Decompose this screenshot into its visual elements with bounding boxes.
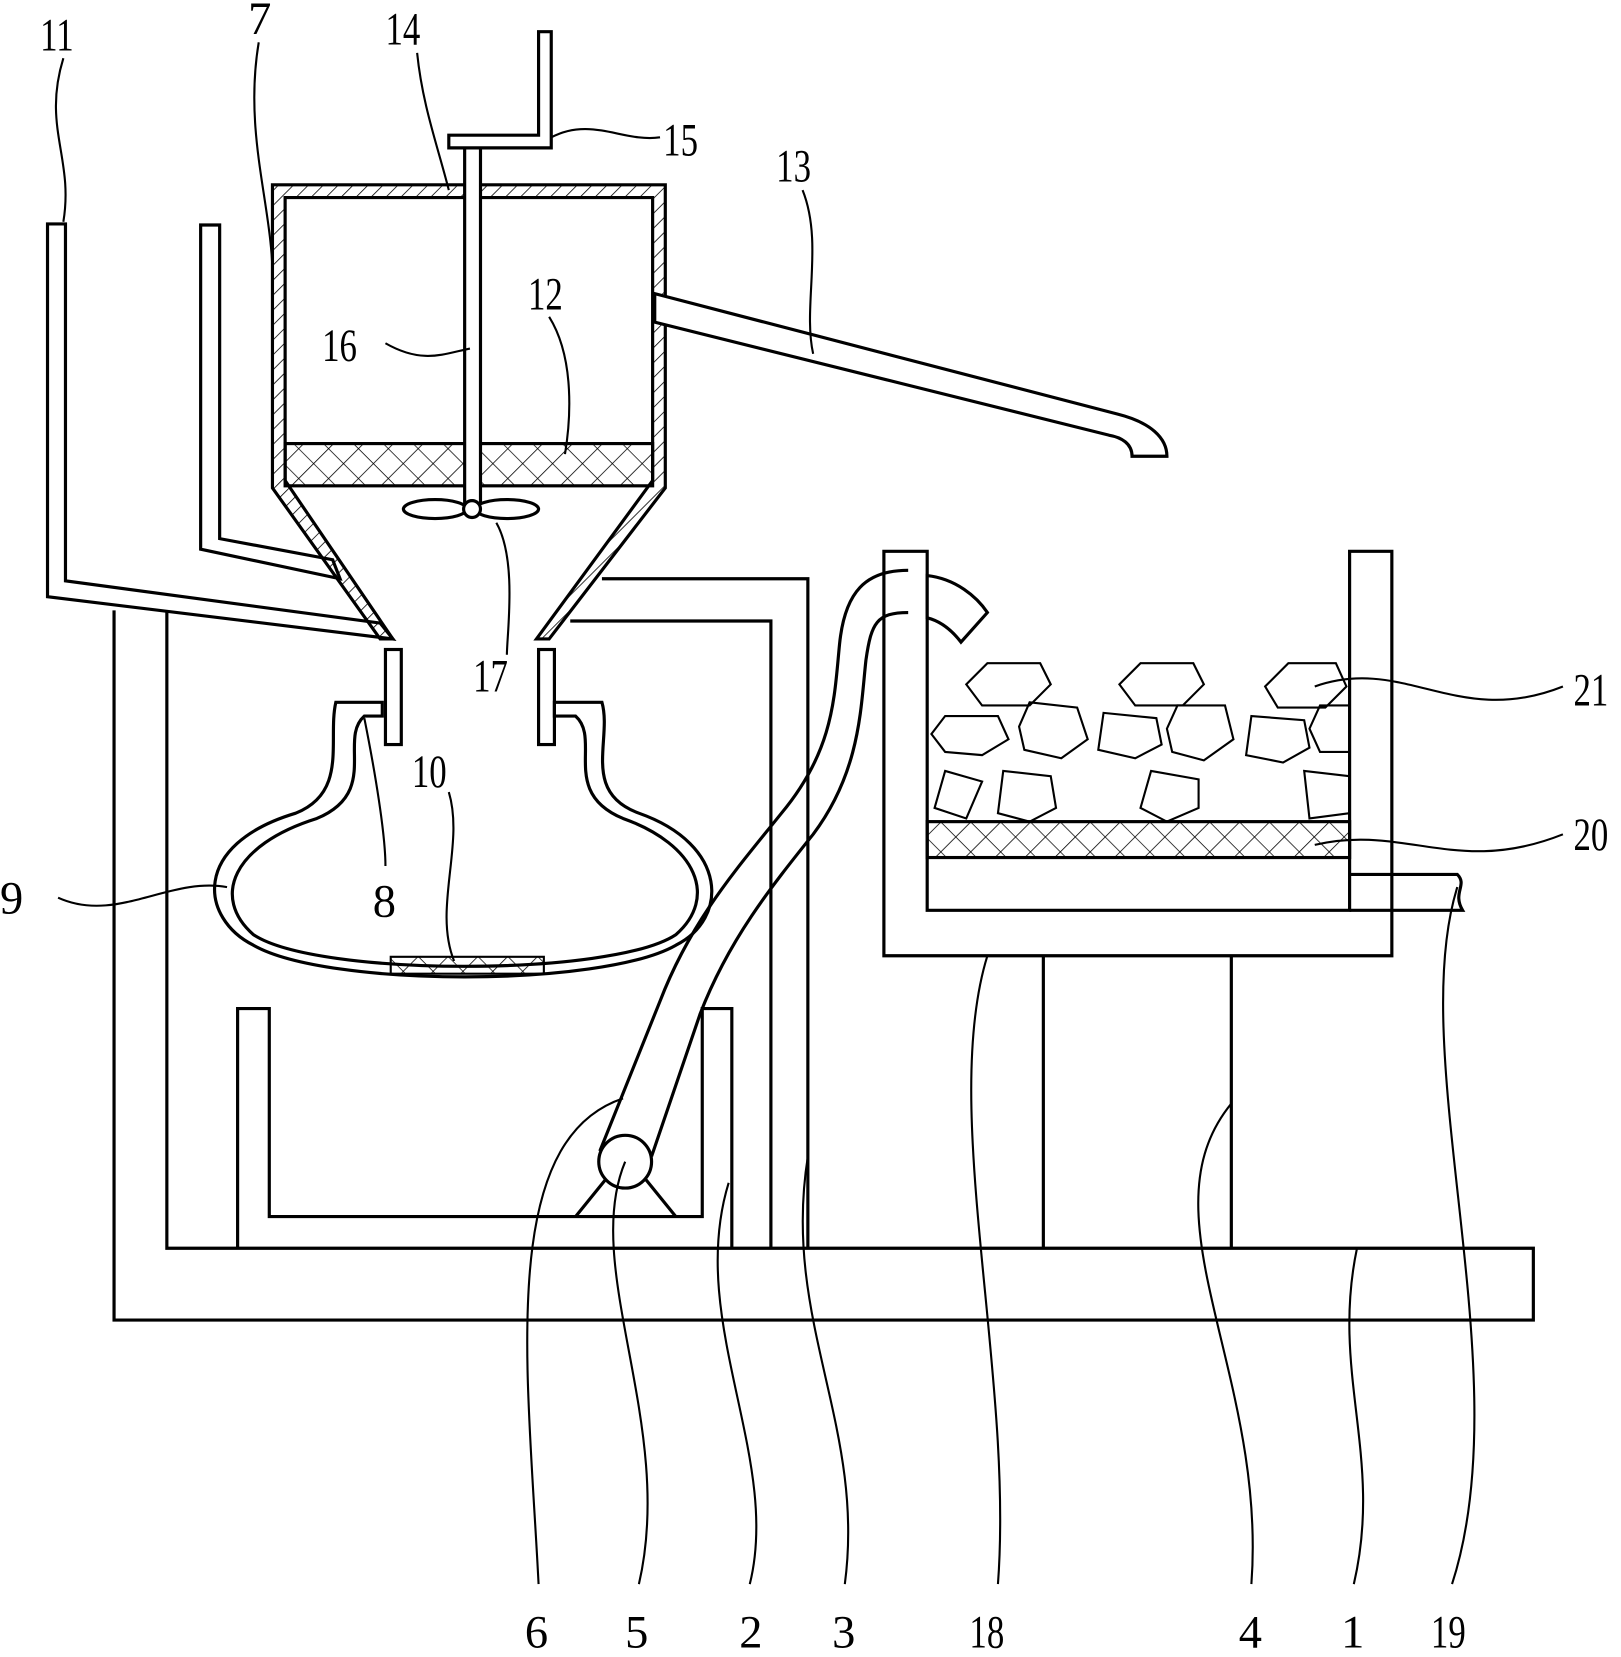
leader-lines bbox=[54, 42, 1564, 1585]
hose bbox=[598, 568, 909, 1157]
handle bbox=[447, 30, 553, 150]
label-21: 21 bbox=[1573, 664, 1608, 716]
label-12: 12 bbox=[528, 268, 563, 320]
label-7: 7 bbox=[248, 0, 271, 45]
label-15: 15 bbox=[663, 113, 698, 165]
side-pipe bbox=[199, 223, 343, 581]
label-1: 1 bbox=[1341, 1607, 1364, 1657]
hose-outlet bbox=[925, 573, 990, 645]
discharge-pipe bbox=[653, 291, 1169, 458]
label-18: 18 bbox=[969, 1606, 1004, 1657]
label-10: 10 bbox=[412, 745, 447, 797]
bag-bottom-mesh bbox=[389, 955, 545, 975]
label-19: 19 bbox=[1431, 1606, 1466, 1657]
label-2: 2 bbox=[739, 1607, 762, 1657]
pump bbox=[574, 1133, 678, 1218]
legs bbox=[1041, 955, 1233, 1249]
label-20: 20 bbox=[1573, 808, 1608, 860]
label-4: 4 bbox=[1239, 1607, 1262, 1657]
fan-blade bbox=[401, 497, 541, 521]
label-13: 13 bbox=[776, 140, 811, 192]
label-17: 17 bbox=[473, 650, 508, 702]
label-5: 5 bbox=[625, 1607, 648, 1657]
label-14: 14 bbox=[385, 3, 420, 55]
label-6: 6 bbox=[525, 1607, 548, 1657]
label-16: 16 bbox=[322, 319, 357, 371]
outlet-pipe bbox=[1349, 872, 1466, 912]
label-3: 3 bbox=[832, 1607, 855, 1657]
filter-box bbox=[882, 549, 1394, 958]
collection-tank bbox=[236, 1006, 734, 1249]
filter-bag bbox=[213, 700, 714, 979]
label-8: 8 bbox=[373, 877, 396, 928]
stirring-shaft bbox=[463, 144, 483, 512]
filter-screen bbox=[925, 820, 1352, 860]
label-9: 9 bbox=[0, 874, 23, 925]
support-frame bbox=[570, 577, 810, 1249]
label-11: 11 bbox=[40, 9, 74, 61]
stones bbox=[930, 662, 1351, 823]
base-frame bbox=[112, 610, 1535, 1322]
